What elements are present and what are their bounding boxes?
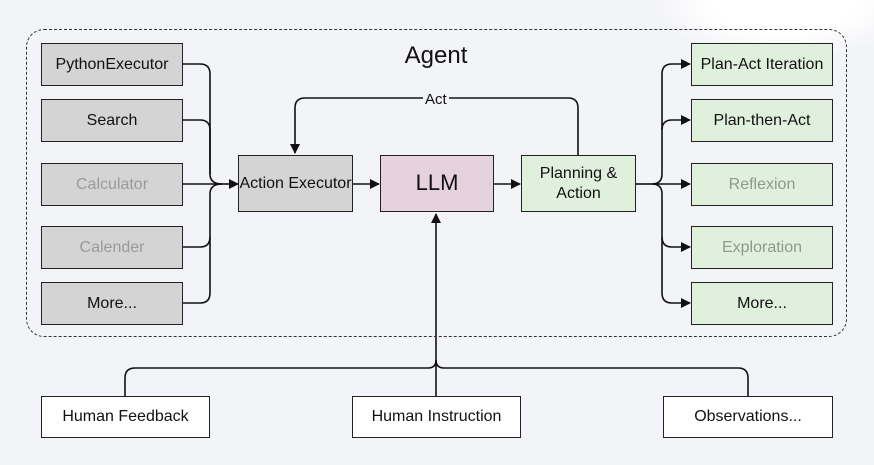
planning-action-box: Planning & Action [521, 155, 636, 212]
strategy-connector-5 [661, 237, 691, 308]
input-connector-observations [435, 359, 749, 396]
strategy-plan-then-act: Plan-then-Act [691, 99, 833, 142]
strategy-connector-1 [651, 59, 691, 185]
input-connector-feedback [124, 359, 437, 396]
agent-title: Agent [404, 42, 468, 69]
tool-connector-2 [183, 119, 211, 174]
tool-more: More... [41, 282, 183, 325]
strategy-plan-act-iteration: Plan-Act Iteration [691, 43, 833, 86]
tool-connector-5 [183, 237, 211, 304]
tool-calender: Calender [41, 226, 183, 269]
act-label: Act [423, 91, 449, 108]
action-executor-box: Action Executor [238, 155, 353, 212]
input-human-instruction: Human Instruction [352, 396, 521, 438]
llm-box: LLM [380, 155, 494, 212]
input-human-feedback: Human Feedback [41, 396, 210, 438]
strategy-exploration: Exploration [691, 226, 833, 269]
tool-python-executor: PythonExecutor [41, 43, 183, 86]
strategy-connector-2 [661, 115, 691, 131]
tool-connector-1 [183, 63, 223, 185]
input-observations: Observations... [663, 396, 833, 438]
agent-frame [26, 29, 847, 337]
strategy-reflexion: Reflexion [691, 163, 833, 206]
tool-calculator: Calculator [41, 163, 183, 206]
strategy-more: More... [691, 282, 833, 325]
tool-search: Search [41, 99, 183, 142]
